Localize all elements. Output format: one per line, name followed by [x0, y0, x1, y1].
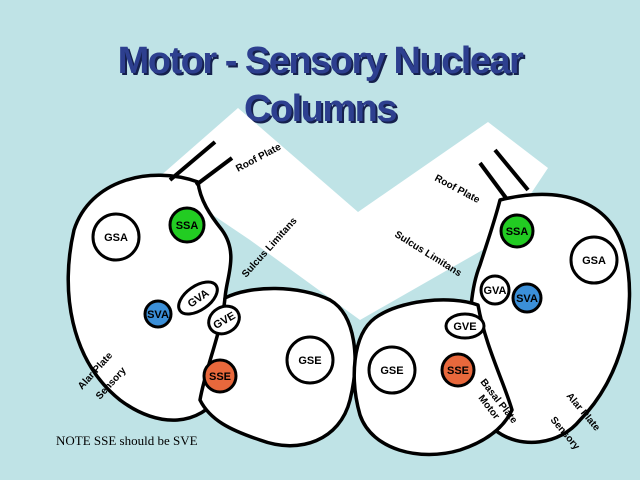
left-gva-node: GVA — [177, 280, 219, 316]
right-gva-node: GVA — [479, 274, 511, 306]
right-gse-label: GSE — [380, 365, 403, 377]
right-ssa-label: SSA — [506, 226, 529, 238]
left-gse-node: GSE — [285, 335, 335, 385]
right-gva-label: GVA — [483, 285, 506, 297]
left-sva-label: SVA — [147, 309, 169, 321]
right-gsa-label: GSA — [582, 255, 606, 267]
right-sse-node: SSE — [440, 352, 476, 388]
left-ssa-node: SSA — [168, 206, 206, 244]
left-sse-node: SSE — [202, 358, 238, 394]
right-gve-label: GVE — [453, 321, 476, 333]
left-gsa-label: GSA — [104, 232, 128, 244]
left-gsa-node: GSA — [91, 212, 141, 262]
left-roof-line-2 — [194, 156, 234, 187]
right-ssa-node: SSA — [499, 213, 535, 249]
title-line-2: Columns — [243, 88, 398, 130]
ventricle-wedge — [158, 108, 548, 320]
left-sva-node: SVA — [143, 299, 173, 329]
right-sse-label: SSE — [447, 365, 469, 377]
right-roof-line-2 — [478, 161, 508, 200]
left-sse-label: SSE — [209, 371, 231, 383]
right-sva-label: SVA — [516, 293, 538, 305]
note-text: NOTE SSE should be SVE — [56, 433, 198, 448]
right-roof-line-1 — [493, 148, 530, 192]
right-gve-node: GVE — [444, 312, 486, 340]
left-roof-line-1 — [168, 140, 217, 182]
left-ssa-label: SSA — [176, 220, 199, 232]
left-gve-node: GVE — [207, 304, 241, 336]
left-basal-lobe — [198, 286, 357, 448]
right-gsa-node: GSA — [569, 235, 619, 285]
right-gse-node: GSE — [367, 345, 417, 395]
title-line-1: Motor - Sensory Nuclear — [117, 40, 524, 82]
right-sva-node: SVA — [511, 282, 543, 314]
left-gse-label: GSE — [298, 355, 321, 367]
